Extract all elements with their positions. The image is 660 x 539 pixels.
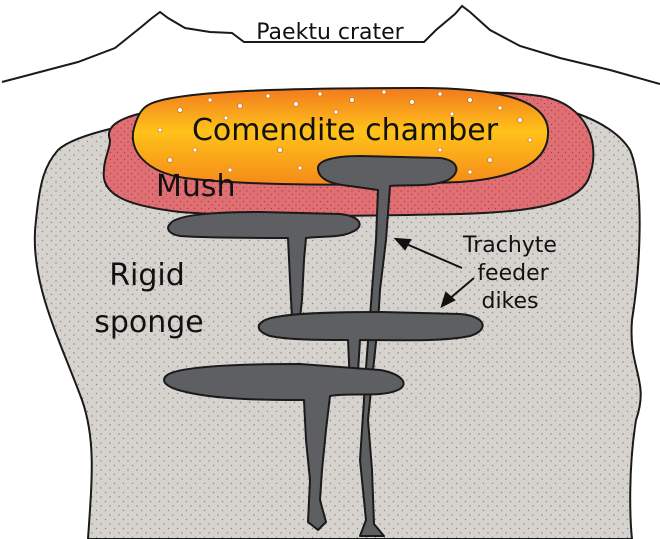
dike-arrows	[393, 237, 475, 308]
dike-sill-lower	[163, 363, 405, 531]
trachyte-dikes	[163, 155, 484, 537]
dikes-label-line1: Trachyte	[462, 233, 557, 258]
arrow-lower-head	[440, 291, 456, 308]
dikes-label-line2: feeder	[477, 261, 549, 286]
sponge-label-line2: sponge	[94, 305, 204, 340]
dike-sill-left	[167, 211, 361, 319]
gas-bubbles	[157, 89, 533, 175]
crater-label: Paektu crater	[256, 20, 404, 45]
dikes-label-line3: dikes	[481, 289, 538, 314]
arrow-lower	[447, 277, 475, 301]
chamber-label: Comendite chamber	[192, 113, 499, 148]
mush-label: Mush	[156, 169, 236, 204]
dike-upper	[317, 155, 458, 537]
volcano-profile	[1, 4, 660, 85]
sponge-label-line1: Rigid	[109, 258, 185, 293]
arrow-upper	[403, 242, 463, 269]
arrow-upper-head	[393, 237, 412, 251]
dike-sill-middle	[257, 311, 484, 385]
